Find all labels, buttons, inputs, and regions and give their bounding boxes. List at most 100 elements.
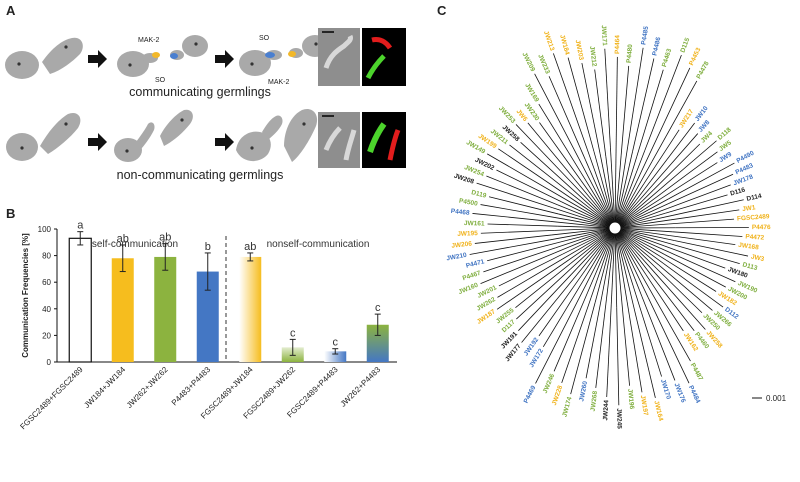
tree-branch (615, 155, 622, 223)
tree-branch (650, 273, 695, 331)
arrow-icon (215, 133, 234, 151)
tree-branch (660, 162, 718, 199)
tree-branch (620, 230, 670, 253)
germling-cell (239, 50, 271, 76)
tree-branch (664, 254, 726, 288)
caption-non-communicating: non-communicating germlings (117, 168, 284, 182)
tree-branch (620, 223, 669, 228)
significance-label: a (77, 220, 84, 232)
tree-tip-label: P4468 (450, 208, 470, 217)
tree-tip-label: JW9 (718, 151, 733, 164)
panel-label-c: C (437, 3, 447, 18)
tree-branch (618, 180, 652, 224)
tree-branch (567, 190, 611, 225)
section-label-nonself: nonself-communication (267, 239, 370, 250)
tree-branch (616, 156, 638, 223)
tree-branch (610, 233, 616, 305)
panel-a-row1 (5, 35, 355, 79)
tree-branch (527, 122, 577, 181)
tree-tip-label: JW209 (520, 51, 536, 73)
tree-branch (570, 302, 596, 395)
tree-branch (643, 129, 680, 185)
tree-branch (615, 233, 628, 302)
tree-branch (651, 80, 698, 163)
tree-branch (619, 230, 661, 257)
tree-branch (610, 147, 616, 223)
tree-branch (636, 69, 664, 157)
tree-branch (666, 184, 731, 209)
tree-tip-label: P4472 (745, 233, 765, 241)
tree-tip-label: P4485 (640, 25, 650, 45)
tree-branch (619, 188, 661, 225)
tree-branch (553, 292, 588, 372)
y-axis-label: Communication Frequencies [%] (21, 233, 30, 358)
tree-branch (474, 234, 552, 244)
tree-tip-label: JW196 (626, 388, 635, 410)
tree-branch (472, 213, 551, 222)
category-label: FGSC2489+FGSC2489 (18, 365, 85, 432)
tree-branch (618, 185, 653, 224)
tree-tip-label: D119 (471, 189, 488, 200)
tree-branch (669, 235, 736, 246)
section-label-self: self-communication (92, 239, 178, 250)
tree-branch (671, 243, 740, 265)
tree-branch (580, 172, 613, 224)
tree-tip-label: JW197 (639, 395, 649, 417)
tree-branch (582, 232, 613, 282)
tree-tip-label: P4478 (695, 60, 710, 80)
tree-branch (557, 194, 611, 226)
tree-branch (578, 158, 613, 223)
tree-branch (469, 239, 550, 255)
tree-tip-label: JW178 (732, 173, 754, 187)
significance-label: ab (159, 232, 171, 244)
tree-tip-label: P4500 (458, 198, 478, 208)
germling-cell (117, 51, 149, 77)
scale-bar-label: 0.001 (766, 394, 787, 403)
bar (196, 271, 219, 362)
tree-branch (660, 256, 717, 292)
germling-cell (42, 37, 83, 74)
tree-tip-label: JW253 (497, 105, 517, 125)
tree-branch (655, 273, 706, 330)
tree-branch (621, 298, 630, 386)
tree-branch (617, 233, 649, 298)
tree-branch (615, 233, 634, 305)
category-label: JW184+JW184 (82, 365, 127, 410)
panel-a-row2 (6, 108, 355, 162)
tree-tip-label: D113 (742, 261, 759, 272)
micrograph-fluorescence (362, 112, 406, 168)
tree-branch (620, 229, 665, 247)
tree-branch (498, 253, 563, 287)
arrow-icon (88, 133, 107, 151)
tree-branch (615, 56, 618, 152)
so-label: SO (155, 77, 166, 84)
category-label: P4483+P4483 (170, 365, 213, 408)
tree-branch (620, 219, 671, 228)
bar (154, 256, 177, 362)
tree-branch (554, 227, 610, 231)
tree-root (608, 221, 622, 235)
tree-branch (626, 301, 643, 393)
tree-tip-label: P4467 (462, 270, 482, 283)
tree-branch (587, 233, 614, 293)
tree-branch (604, 48, 611, 148)
tree-branch (620, 198, 669, 226)
mak2-signal (288, 51, 296, 57)
tree-branch (619, 193, 662, 225)
tree-branch (616, 233, 643, 297)
significance-label: ab (244, 241, 256, 253)
so-signal (170, 53, 178, 59)
tree-branch (620, 228, 675, 242)
tree-branch (618, 189, 654, 225)
tree-branch (561, 231, 611, 265)
tree-branch (538, 103, 582, 173)
tree-branch (665, 194, 728, 214)
tree-tip-label: JW228 (551, 384, 564, 406)
tree-tip-label: P4480 (626, 44, 635, 64)
tree-tip-label: JW244 (602, 399, 610, 420)
tree-branch (593, 151, 614, 223)
tree-branch (496, 264, 563, 310)
tree-branch (515, 124, 571, 182)
tree-branch (620, 228, 673, 233)
tree-tip-label: JW1 (742, 204, 757, 213)
